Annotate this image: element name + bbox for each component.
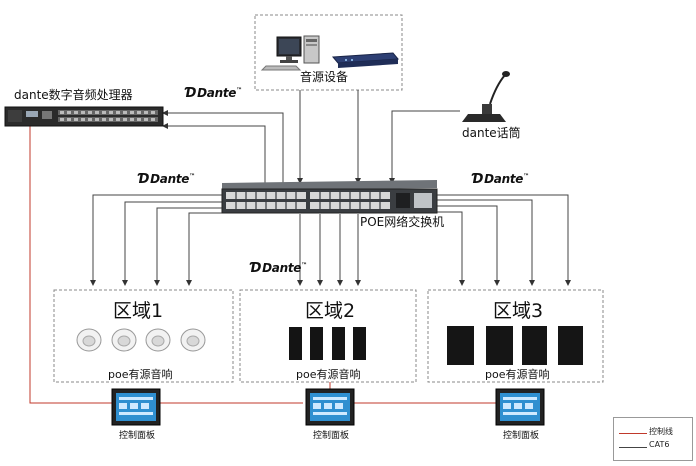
zone2-box xyxy=(239,289,417,383)
control-panel-zone1[interactable] xyxy=(111,388,161,426)
zone1-title: 区域1 xyxy=(113,300,164,322)
dante-logo: ƊDante™ xyxy=(250,261,307,276)
control-line xyxy=(29,120,496,404)
source-label: 音源设备 xyxy=(300,70,349,84)
processor-label: dante数字音频处理器 xyxy=(14,88,133,102)
dante-logo-text: Dante xyxy=(262,261,302,275)
audio-source-device-icon xyxy=(331,52,400,68)
zone1-box xyxy=(53,289,234,383)
zone3-panel-label: 控制面板 xyxy=(503,431,540,441)
dante-logo-mark: ™ xyxy=(523,173,529,180)
dante-d-icon: Ɗ xyxy=(472,172,484,187)
poe-switch-icon xyxy=(221,180,438,214)
dante-d-icon: Ɗ xyxy=(250,261,262,276)
zone3-title: 区域3 xyxy=(493,300,544,322)
switch-label: POE网络交换机 xyxy=(360,215,445,229)
legend-swatch xyxy=(619,433,647,434)
ceiling-speakers-zone1 xyxy=(76,328,206,352)
dsp-processor-icon xyxy=(4,106,164,127)
dante-logo-mark: ™ xyxy=(236,87,242,94)
computer-icon xyxy=(260,35,320,71)
box-speakers-zone3 xyxy=(447,326,583,365)
zone1-speaker-label: poe有源音响 xyxy=(108,368,173,381)
legend-label: 控制线 xyxy=(649,427,673,436)
zone3-speaker-label: poe有源音响 xyxy=(485,368,550,381)
dante-d-icon: Ɗ xyxy=(138,172,150,187)
column-speakers-zone2 xyxy=(289,327,366,360)
dante-logo-text: Dante xyxy=(484,172,524,186)
zone2-panel-label: 控制面板 xyxy=(313,431,350,441)
dante-logo-text: Dante xyxy=(150,172,190,186)
dante-logo-text: Dante xyxy=(197,86,237,100)
dante-logo-mark: ™ xyxy=(301,262,307,269)
dante-logo: ƊDante™ xyxy=(185,86,242,101)
dante-logo: ƊDante™ xyxy=(472,172,529,187)
zone2-speaker-label: poe有源音响 xyxy=(296,368,361,381)
mic-label: dante话筒 xyxy=(462,126,521,140)
cat6-lines xyxy=(90,90,571,286)
legend-swatch xyxy=(619,447,647,448)
source-box xyxy=(254,14,403,91)
zone2-title: 区域2 xyxy=(305,300,356,322)
control-panel-zone3[interactable] xyxy=(495,388,545,426)
dante-logo: ƊDante™ xyxy=(138,172,195,187)
zone3-box xyxy=(427,289,604,383)
zone1-panel-label: 控制面板 xyxy=(119,431,156,441)
legend: 控制线 CAT6 xyxy=(613,417,693,461)
dante-d-icon: Ɗ xyxy=(185,86,197,101)
microphone-icon xyxy=(462,71,510,122)
legend-item-control-line: 控制线 xyxy=(614,426,692,440)
dante-logo-mark: ™ xyxy=(189,173,195,180)
legend-label: CAT6 xyxy=(649,440,670,449)
control-panel-zone2[interactable] xyxy=(305,388,355,426)
legend-item-cat6: CAT6 xyxy=(614,440,692,454)
